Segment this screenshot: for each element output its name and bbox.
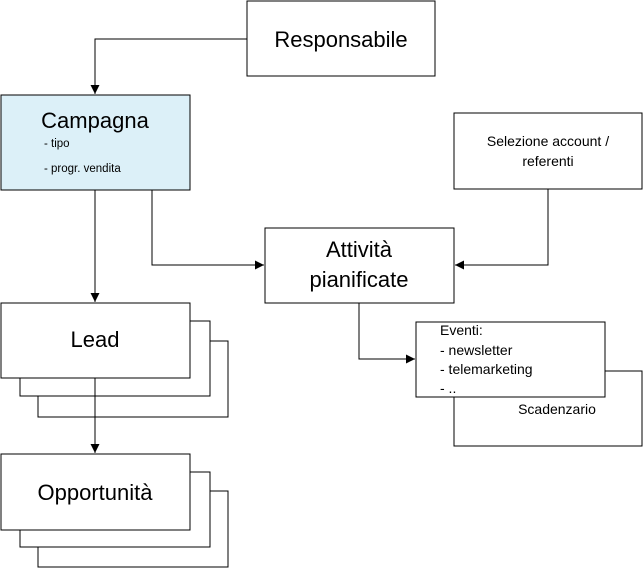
opportunita-stack: Opportunità <box>0 453 229 568</box>
campagna-detail-tipo: - tipo <box>44 138 70 150</box>
eventi-item-telemarketing: - telemarketing <box>440 361 533 377</box>
campagna-node: Campagna - tipo - progr. vendita <box>0 94 191 191</box>
lead-stack: Lead <box>0 302 229 418</box>
eventi-node: Eventi: - newsletter - telemarketing - .… <box>415 321 606 398</box>
eventi-item-newsletter: - newsletter <box>440 342 513 358</box>
selezione-line2: referenti <box>522 153 573 169</box>
selezione-node: Selezione account / referenti <box>453 112 643 190</box>
responsabile-node: Responsabile <box>246 0 436 77</box>
opportunita-label: Opportunità <box>38 480 154 505</box>
selezione-line1: Selezione account / <box>487 133 609 149</box>
campagna-detail-progr: - progr. vendita <box>44 163 121 175</box>
arrow-selezione-to-attivita <box>455 189 549 270</box>
lead-stack-front <box>0 302 191 379</box>
attivita-line1: Attività <box>326 237 393 262</box>
responsabile-label: Responsabile <box>274 27 407 52</box>
arrow-attivita-to-eventi <box>358 303 415 364</box>
scadenzario-label: Scadenzario <box>518 401 596 417</box>
arrow-campagna-to-attivita <box>151 190 264 270</box>
eventi-title: Eventi: <box>440 322 483 338</box>
lead-label: Lead <box>71 327 120 352</box>
attivita-line2: pianificate <box>309 267 408 292</box>
campagna-label: Campagna <box>41 108 149 133</box>
arrow-responsabile-to-campagna <box>90 38 247 94</box>
eventi-item-more: - .. <box>440 380 456 396</box>
attivita-node: Attività pianificate <box>264 227 455 304</box>
opportunita-stack-front <box>0 453 191 531</box>
